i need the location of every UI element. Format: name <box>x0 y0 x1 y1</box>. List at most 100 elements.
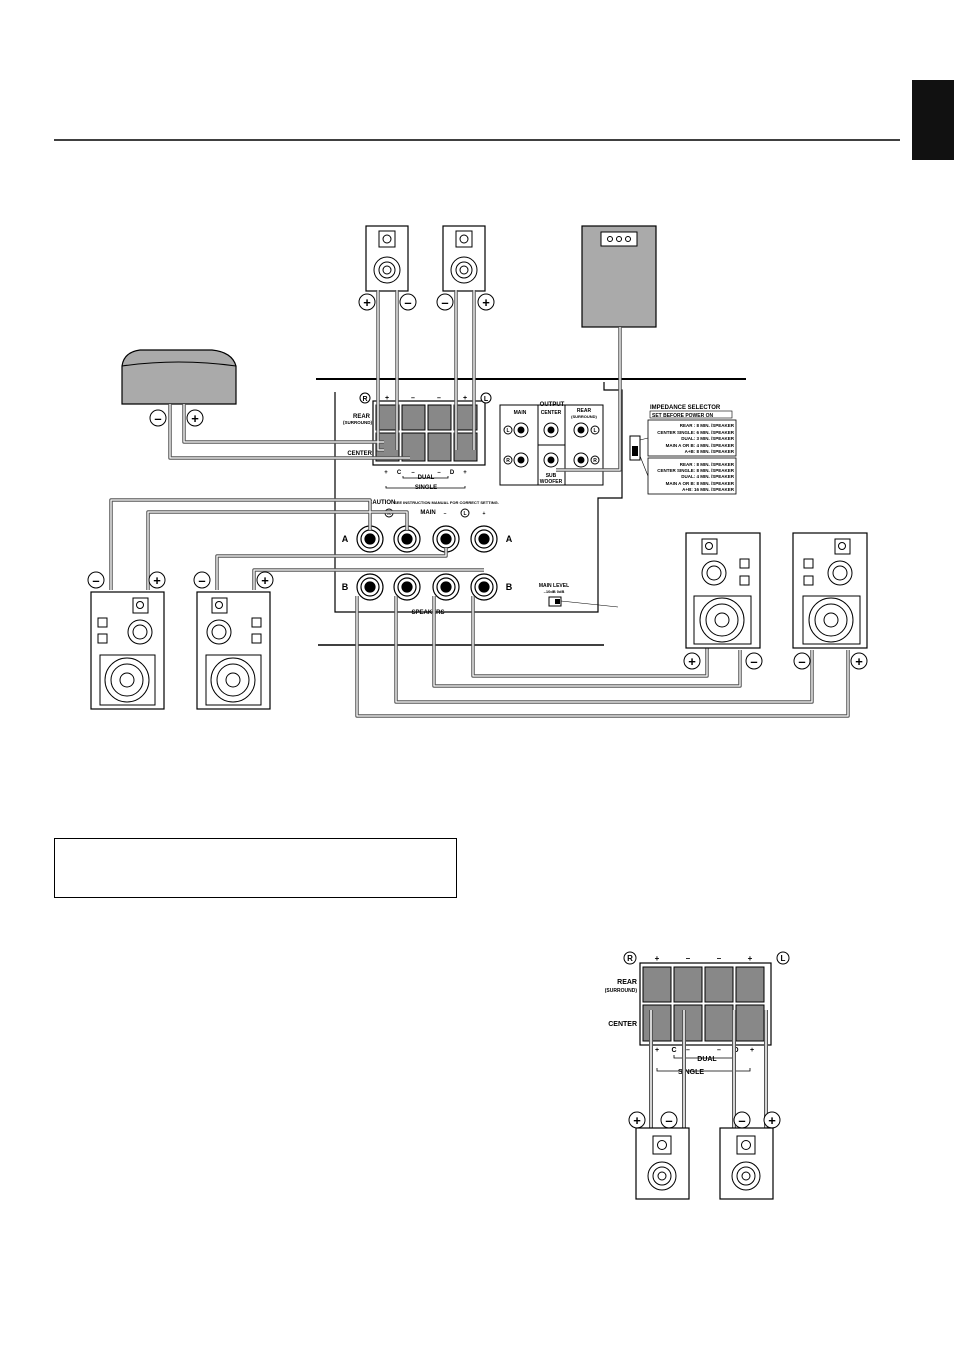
speaker-terminals: CAUTION SEE INSTRUCTION MANUAL FOR CORRE… <box>342 500 619 616</box>
minus-sign: – <box>441 295 448 310</box>
plus-sign: + <box>768 1113 776 1128</box>
post-sign: + <box>483 511 486 517</box>
minus-sign: – <box>750 654 757 669</box>
minus-sign: – <box>92 573 99 588</box>
detail-center-speaker-1 <box>635 1127 690 1200</box>
detail-rear-label: REAR <box>617 979 637 986</box>
impedance-title: IMPEDANCE SELECTOR <box>650 405 721 411</box>
l-marker: L <box>593 428 596 434</box>
rear-label: REAR <box>353 414 371 420</box>
plus-sign: + <box>153 573 161 588</box>
plus-sign: + <box>855 654 863 669</box>
impedance-row: MAIN A OR B: 8 MIN. /SPEAKER <box>666 481 735 486</box>
bottom-sign: – <box>437 470 441 476</box>
output-center: CENTER <box>541 410 562 416</box>
plus-sign: + <box>363 295 371 310</box>
plus-sign: + <box>261 573 269 588</box>
plus-sign: + <box>191 411 199 426</box>
polarity-marks-front-a: – + – + <box>87 571 274 589</box>
minus-sign: – <box>738 1113 745 1128</box>
front-speaker-b-right <box>792 532 868 649</box>
detail-single-label: SINGLE <box>678 1069 704 1076</box>
detail-surround-label: (SURROUND) <box>605 988 638 994</box>
detail-bottom-sign: C <box>671 1047 676 1054</box>
subwoofer-label-1: SUB <box>546 473 557 479</box>
output-main: MAIN <box>514 410 527 416</box>
note-box <box>54 838 457 898</box>
b-label: B <box>342 582 349 592</box>
minus-sign: – <box>404 295 411 310</box>
r-marker: R <box>627 954 633 963</box>
bottom-sign: + <box>463 470 467 476</box>
impedance-row: DUAL: 3 MIN. /SPEAKER <box>681 436 735 441</box>
detail-dual-label: DUAL <box>697 1056 717 1063</box>
output-title: OUTPUT <box>540 402 565 408</box>
bottom-sign: C <box>397 470 402 476</box>
main-label: MAIN <box>420 510 435 516</box>
impedance-row: CENTER SINGLE: 6 MIN. /SPEAKER <box>657 430 735 435</box>
polarity-marks-top: + – – + <box>358 293 495 311</box>
rear-speaker-left <box>442 225 486 292</box>
caution-text: SEE INSTRUCTION MANUAL FOR CORRECT SETTI… <box>394 500 499 505</box>
l-marker: L <box>463 511 466 517</box>
terminal-block: R L + – – + REAR (SURROUND) CENTER + C –… <box>343 392 492 491</box>
minus-sign: – <box>665 1113 672 1128</box>
l-marker: L <box>781 954 786 963</box>
speakers-label: SPEAKERS <box>411 610 444 616</box>
minus-sign: – <box>198 573 205 588</box>
front-speaker-a-right <box>90 591 165 710</box>
plus-sign: + <box>482 295 490 310</box>
bottom-sign: – <box>411 470 415 476</box>
impedance-row: A+B: 16 MIN. /SPEAKER <box>682 487 735 492</box>
detail-bottom-sign: – <box>686 1047 690 1054</box>
a-label: A <box>506 534 513 544</box>
polarity-marks-front-b: + – – + <box>683 652 868 670</box>
center-label: CENTER <box>347 451 372 457</box>
r-marker: R <box>506 458 510 464</box>
a-label: A <box>342 534 349 544</box>
detail-center-speaker-2 <box>719 1127 774 1200</box>
terminal-sign: – <box>437 395 441 402</box>
detail-sign: + <box>748 954 753 963</box>
detail-terminal-block: R L + – – + REAR (SURROUND) CENTER + C –… <box>605 951 790 1076</box>
subwoofer <box>581 225 657 328</box>
terminal-sign: – <box>411 395 415 402</box>
detail-polarity-marks: + – – + <box>628 1111 781 1129</box>
l-marker: L <box>484 396 489 403</box>
main-level-label: MAIN LEVEL <box>539 583 569 589</box>
impedance-subtitle: SET BEFORE POWER ON <box>652 413 714 419</box>
rear-speaker-right <box>365 225 409 292</box>
output-rear-sub: (SURROUND) <box>571 414 597 419</box>
r-marker: R <box>362 396 367 403</box>
impedance-row: CENTER SINGLE: 8 MIN. /SPEAKER <box>657 468 735 473</box>
surround-label: (SURROUND) <box>343 420 372 425</box>
minus-sign: – <box>154 411 161 426</box>
detail-sign: – <box>686 954 691 963</box>
detail-cable-cores <box>650 1010 767 1128</box>
plus-sign: + <box>633 1113 641 1128</box>
center-speaker: – + <box>121 349 237 427</box>
l-marker: L <box>506 428 509 434</box>
detail-bottom-sign: + <box>655 1047 659 1054</box>
cable-cores <box>110 290 849 717</box>
detail-center-label: CENTER <box>608 1021 637 1028</box>
minus-sign: – <box>798 654 805 669</box>
terminal-sign: + <box>385 395 389 402</box>
detail-sign: + <box>655 954 660 963</box>
amp-panel-outline <box>334 382 623 613</box>
page-tab <box>912 80 954 160</box>
bottom-sign: + <box>384 470 388 476</box>
r-marker: R <box>387 511 391 517</box>
impedance-row: A+B: 8 MIN. /SPEAKER <box>685 449 735 454</box>
impedance-selector: IMPEDANCE SELECTOR SET BEFORE POWER ON R… <box>629 405 737 495</box>
caution-label: CAUTION <box>368 500 395 506</box>
bottom-sign: D <box>450 470 455 476</box>
terminal-sign: + <box>463 395 467 402</box>
output-jacks: OUTPUT MAIN CENTER REAR (SURROUND) SUB W… <box>499 402 604 486</box>
front-speaker-b-left <box>685 532 761 649</box>
subwoofer-label-2: WOOFER <box>540 479 563 485</box>
impedance-row: REAR : 8 MIN. /SPEAKER <box>680 462 735 467</box>
main-level-values: –10dB 0dB <box>544 589 565 594</box>
detail-bottom-sign: – <box>717 1047 721 1054</box>
